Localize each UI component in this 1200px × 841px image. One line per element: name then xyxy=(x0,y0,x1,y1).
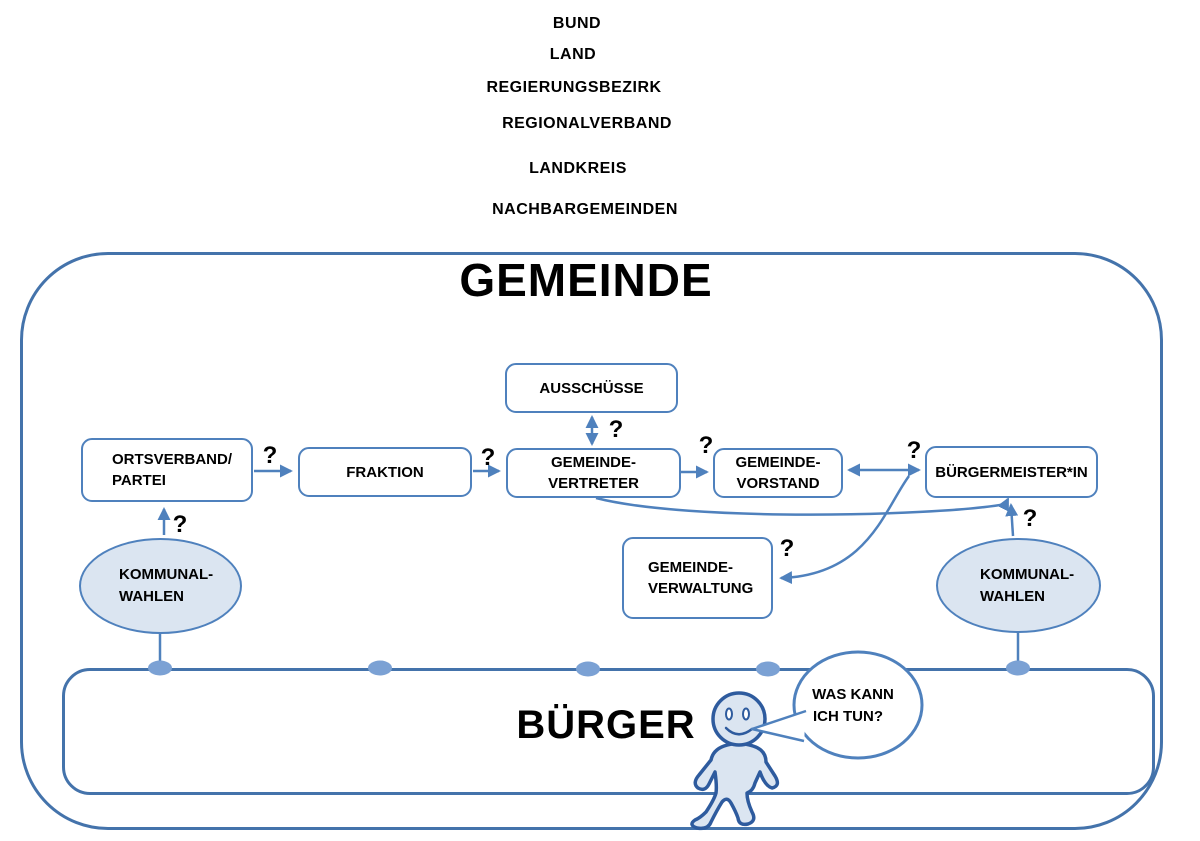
hierarchy-label-bund: BUND xyxy=(552,15,602,32)
speech-bubble-line2: ICH TUN? xyxy=(813,708,883,725)
question-mark-kommunalwahlen-left: ? xyxy=(172,511,188,538)
node-gemeindevorstand-line1: GEMEINDE- xyxy=(735,454,821,471)
node-fraktion: FRAKTION xyxy=(298,447,472,497)
kommunalwahlen-right-line1: KOMMUNAL- xyxy=(980,565,1075,583)
node-gemeindevorstand: GEMEINDE- VORSTAND xyxy=(713,448,843,498)
kommunalwahlen-left-line2: WAHLEN xyxy=(119,588,184,605)
node-kommunalwahlen-right: KOMMUNAL- WAHLEN xyxy=(936,538,1101,633)
node-buerger xyxy=(62,668,1155,795)
question-mark-kommunalwahlen-right: ? xyxy=(1022,505,1038,532)
question-mark-fraktion-vertreter: ? xyxy=(480,444,496,471)
speech-bubble-line1: WAS KANN xyxy=(812,686,894,703)
node-ortsverband-line2: PARTEI xyxy=(112,472,166,489)
arrow-vertreter-to-buergermeister-curve xyxy=(595,496,1010,516)
arrow-buergermeister-to-verwaltung-curve xyxy=(779,475,911,585)
hierarchy-label-regierungsbezirk: REGIERUNGSBEZIRK xyxy=(486,79,662,96)
node-ausschuesse: AUSSCHÜSSE xyxy=(505,363,678,413)
node-fraktion-label: FRAKTION xyxy=(346,463,424,481)
gemeinde-title: GEMEINDE xyxy=(459,254,713,306)
node-ortsverband-line1: ORTSVERBAND/ xyxy=(112,451,233,468)
node-gemeindevertreter-line2: VERTRETER xyxy=(548,475,639,492)
node-gemeindevorstand-line2: VORSTAND xyxy=(736,475,820,492)
node-buergermeisterin-label: BÜRGERMEISTER*IN xyxy=(935,463,1088,481)
question-mark-vertreter-vorstand: ? xyxy=(698,432,714,459)
node-buergermeisterin: BÜRGERMEISTER*IN xyxy=(925,446,1098,498)
arrow-kommunalwahlen-right-to-buergermeister xyxy=(1005,503,1019,537)
hierarchy-label-nachbargemeinden: NACHBARGEMEINDEN xyxy=(492,201,678,218)
kommunalwahlen-right-line2: WAHLEN xyxy=(980,587,1045,605)
node-gemeindevertreter-line1: GEMEINDE- xyxy=(550,454,636,471)
node-buerger-label: BÜRGER xyxy=(516,703,696,747)
hierarchy-label-regionalverband: REGIONALVERBAND xyxy=(502,115,672,132)
hierarchy-label-landkreis: LANDKREIS xyxy=(529,160,627,177)
node-gemeindeverwaltung-line1: GEMEINDE- xyxy=(648,559,734,576)
question-mark-ortsverband-fraktion: ? xyxy=(262,442,278,469)
node-kommunalwahlen-left: KOMMUNAL- WAHLEN xyxy=(79,538,242,634)
node-ortsverband-partei: ORTSVERBAND/ PARTEI xyxy=(81,438,253,502)
node-gemeindevertreter: GEMEINDE- VERTRETER xyxy=(506,448,681,498)
node-gemeindeverwaltung: GEMEINDE- VERWALTUNG xyxy=(622,537,773,619)
kommunalwahlen-left-line1: KOMMUNAL- xyxy=(119,566,214,583)
node-gemeindeverwaltung-line2: VERWALTUNG xyxy=(648,580,754,597)
node-ausschuesse-label: AUSSCHÜSSE xyxy=(539,379,644,397)
question-mark-ausschuesse-vertreter: ? xyxy=(608,416,624,443)
hierarchy-label-land: LAND xyxy=(549,46,597,63)
question-mark-vorstand-buergermeister: ? xyxy=(906,437,922,464)
question-mark-gemeindeverwaltung: ? xyxy=(779,535,795,562)
